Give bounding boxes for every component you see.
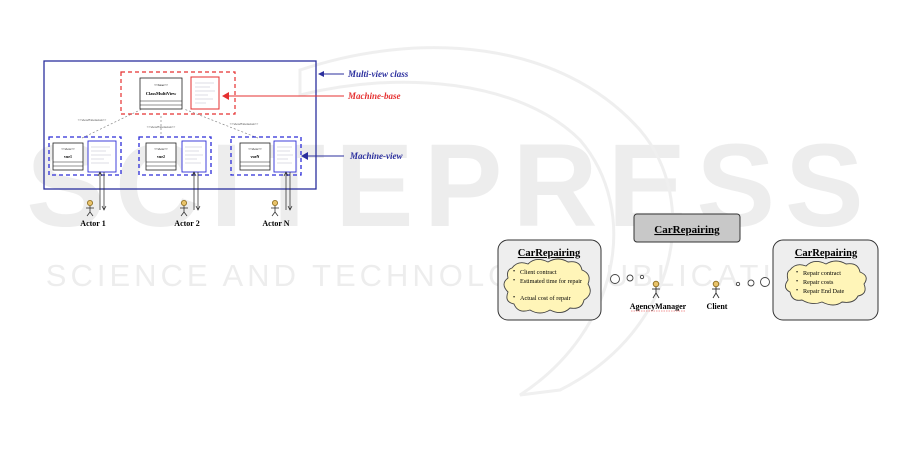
actor-label-3: Actor N	[262, 219, 289, 228]
view-stereotype-1: <<view>>	[61, 147, 75, 151]
right-item-bullet-2: •	[796, 279, 798, 285]
watermark-title: SCITEPRESS	[26, 120, 874, 252]
base-stereotype: <<base>>	[154, 83, 168, 87]
machine-view-frame-3	[230, 136, 302, 176]
view-class-box-3	[239, 142, 271, 171]
right-panel-title: CarRepairing	[795, 248, 858, 259]
carrepairing-diagram: CarRepairing CarRepairing • Client contr…	[497, 213, 879, 321]
carrepairing-top-box	[633, 213, 741, 243]
view-note-3	[273, 140, 297, 173]
watermark-swoosh	[298, 46, 675, 397]
actor-label-2: Actor 2	[174, 219, 199, 228]
actor-icon-1	[86, 199, 94, 217]
machine-view-frame-2	[138, 136, 212, 176]
thought-bubbles-left	[610, 274, 645, 284]
left-panel-items: • Client contract • Estimated time for r…	[513, 269, 582, 302]
right-panel-cloud	[785, 260, 867, 306]
view-stereotype-3: <<view>>	[248, 147, 262, 151]
multiview-pointer: Multi-view class	[318, 69, 409, 79]
extension-label-1: <<viewExtension>>	[78, 118, 107, 122]
actor-label-1: Actor 1	[80, 219, 105, 228]
left-item-3: Actual cost of repair	[520, 295, 571, 302]
left-item-bullet-3: •	[513, 295, 515, 301]
view-note-1	[87, 140, 117, 173]
label-machine-view: Machine-view	[349, 151, 403, 161]
view-class-name-1: vue1	[64, 154, 72, 159]
right-panel-items: • Repair contract • Repair costs • Repai…	[796, 270, 844, 295]
left-panel-title: CarRepairing	[518, 248, 581, 259]
machine-view-pointer: Machine-view	[301, 151, 403, 161]
watermark-subtitle: SCIENCE AND TECHNOLOGY PUBLICATIONS	[46, 258, 854, 293]
machine-view-frame-1	[48, 136, 122, 176]
view-class-box-2	[145, 142, 177, 171]
machine-base-pointer: Machine-base	[222, 91, 401, 101]
view-note-2	[181, 140, 207, 173]
right-item-1: Repair contract	[803, 270, 841, 277]
carrepairing-top-title: CarRepairing	[654, 224, 720, 236]
base-note-lines	[195, 82, 215, 104]
multiview-class-frame	[43, 60, 317, 190]
view-class-name-2: vue2	[157, 154, 165, 159]
thought-bubbles-right	[735, 277, 770, 287]
right-item-2: Repair costs	[803, 279, 834, 286]
agency-manager-label: AgencyManager	[630, 302, 687, 311]
left-item-2: Estimated time for repair	[520, 278, 582, 285]
machine-base-frame	[120, 71, 236, 115]
left-item-bullet-2: •	[513, 278, 515, 284]
base-class-name: ClassMultiView	[146, 91, 177, 96]
label-machine-base: Machine-base	[347, 91, 401, 101]
actor-connectors	[97, 171, 293, 211]
base-class-box	[139, 77, 183, 110]
left-item-1: Client contract	[520, 269, 557, 276]
extension-label-2: <<viewExtension>>	[147, 125, 176, 129]
multiview-diagram: <<base>> ClassMultiView <<viewExtension>…	[43, 60, 409, 228]
client-icon	[712, 280, 720, 299]
client-label: Client	[707, 302, 728, 311]
right-item-3: Repair End Date	[803, 288, 844, 295]
right-item-bullet-3: •	[796, 288, 798, 294]
watermark: SCITEPRESS SCIENCE AND TECHNOLOGY PUBLIC…	[26, 46, 874, 397]
extension-arrows	[81, 108, 259, 139]
left-panel-cloud	[503, 258, 591, 314]
right-item-bullet-1: •	[796, 270, 798, 276]
base-note	[190, 76, 220, 110]
view-class-name-3: vueN	[251, 154, 260, 159]
agency-manager-icon	[652, 280, 660, 299]
left-item-bullet-1: •	[513, 269, 515, 275]
actor-icon-2	[180, 199, 188, 217]
view-class-box-1	[52, 142, 84, 171]
view-stereotype-2: <<view>>	[154, 147, 168, 151]
label-multiview-class: Multi-view class	[347, 69, 409, 79]
actor-icon-3	[271, 199, 279, 217]
extension-label-3: <<viewExtension>>	[230, 122, 259, 126]
